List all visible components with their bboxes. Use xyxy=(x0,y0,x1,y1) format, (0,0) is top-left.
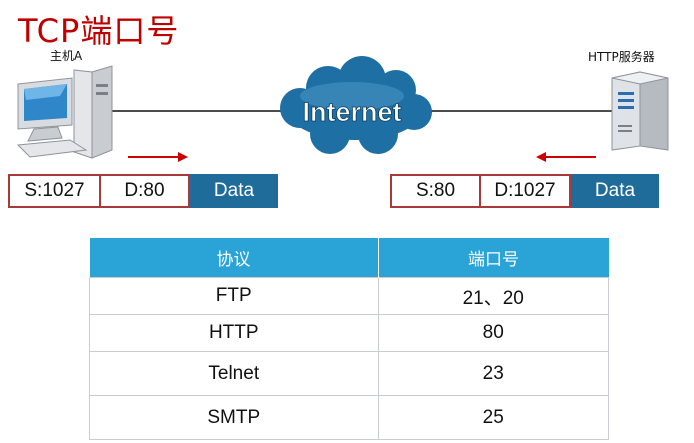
table-cell: FTP xyxy=(89,277,379,315)
table-row: Telnet 23 xyxy=(89,351,609,396)
table-cell: Telnet xyxy=(89,351,379,396)
packet-right-source-port: S:80 xyxy=(390,174,481,208)
internet-label: Internet xyxy=(302,97,401,127)
table-cell: HTTP xyxy=(89,314,379,352)
table-row: HTTP 80 xyxy=(89,314,609,352)
table-cell: 23 xyxy=(377,351,609,396)
server-icon xyxy=(611,71,669,151)
packet-left-source-port: S:1027 xyxy=(8,174,101,208)
table-cell: 25 xyxy=(377,395,609,440)
table-row: SMTP 25 xyxy=(89,395,609,440)
table-cell: 21、20 xyxy=(377,277,609,315)
server-label: HTTP服务器 xyxy=(588,50,655,64)
arrow-left-icon xyxy=(536,152,596,162)
table-cell: 80 xyxy=(377,314,609,352)
table-header-row: 协议 端口号 xyxy=(89,238,609,278)
internet-cloud-icon: Internet xyxy=(280,56,432,154)
page-title: TCP端口号 xyxy=(18,12,180,50)
table-header-protocol: 协议 xyxy=(89,238,379,278)
packet-left-data: Data xyxy=(190,174,278,208)
table-header-port: 端口号 xyxy=(378,238,609,278)
table-cell: SMTP xyxy=(89,395,379,440)
host-computer-icon xyxy=(16,65,113,159)
arrow-right-icon xyxy=(128,152,188,162)
port-table: 协议 端口号 FTP 21、20 HTTP 80 Telnet 23 SMTP … xyxy=(89,238,609,440)
packet-left-destination-port: D:80 xyxy=(99,174,190,208)
packet-right-data: Data xyxy=(571,174,659,208)
table-row: FTP 21、20 xyxy=(89,277,609,315)
packet-right-destination-port: D:1027 xyxy=(479,174,571,208)
host-label: 主机A xyxy=(50,49,83,63)
